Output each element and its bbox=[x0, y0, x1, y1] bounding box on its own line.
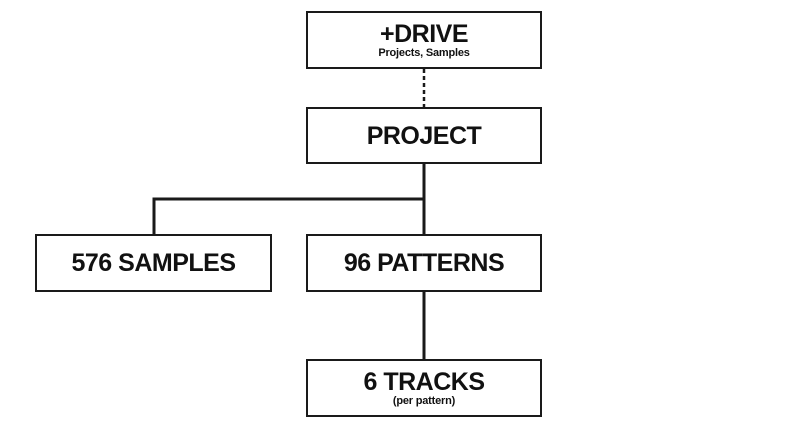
drive-node-subtitle: Projects, Samples bbox=[378, 47, 470, 59]
tracks-node-title: 6 TRACKS bbox=[363, 368, 485, 396]
tracks-node: 6 TRACKS (per pattern) bbox=[306, 359, 542, 417]
project-node: PROJECT bbox=[306, 107, 542, 164]
drive-node: +DRIVE Projects, Samples bbox=[306, 11, 542, 69]
drive-node-title: +DRIVE bbox=[379, 20, 469, 48]
patterns-node: 96 PATTERNS bbox=[306, 234, 542, 292]
samples-node-title: 576 SAMPLES bbox=[71, 249, 236, 277]
project-node-title: PROJECT bbox=[366, 121, 482, 150]
tracks-node-subtitle: (per pattern) bbox=[392, 395, 456, 407]
samples-node: 576 SAMPLES bbox=[35, 234, 272, 292]
patterns-node-title: 96 PATTERNS bbox=[343, 249, 505, 277]
